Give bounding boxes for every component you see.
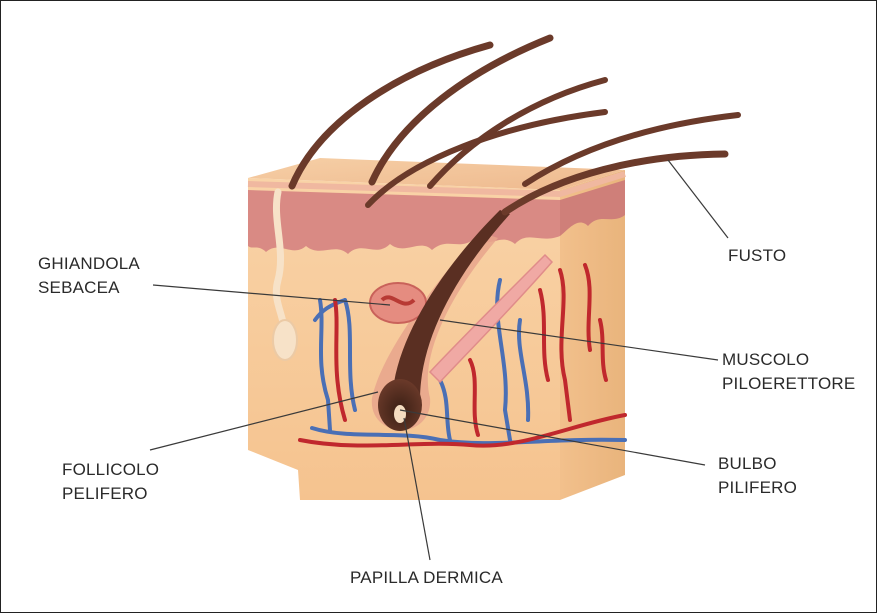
label-ghiandola-line2: SEBACEA — [38, 276, 140, 300]
label-ghiandola-sebacea: GHIANDOLA SEBACEA — [38, 252, 140, 300]
label-bulbo-pilifero: BULBO PILIFERO — [718, 452, 797, 500]
label-papilla-dermica: PAPILLA DERMICA — [350, 566, 503, 590]
label-follicolo-line1: FOLLICOLO — [62, 458, 159, 482]
label-fusto-text: FUSTO — [728, 244, 786, 268]
label-fusto: FUSTO — [728, 244, 786, 268]
label-bulbo-line2: PILIFERO — [718, 476, 797, 500]
label-ghiandola-line1: GHIANDOLA — [38, 252, 140, 276]
sweat-gland — [273, 320, 297, 360]
label-muscolo-piloerettore: MUSCOLO PILOERETTORE — [722, 348, 855, 396]
label-follicolo-line2: PELIFERO — [62, 482, 159, 506]
label-follicolo-pelifero: FOLLICOLO PELIFERO — [62, 458, 159, 506]
label-bulbo-line1: BULBO — [718, 452, 797, 476]
label-papilla-text: PAPILLA DERMICA — [350, 566, 503, 590]
label-muscolo-line1: MUSCOLO — [722, 348, 855, 372]
label-muscolo-line2: PILOERETTORE — [722, 372, 855, 396]
